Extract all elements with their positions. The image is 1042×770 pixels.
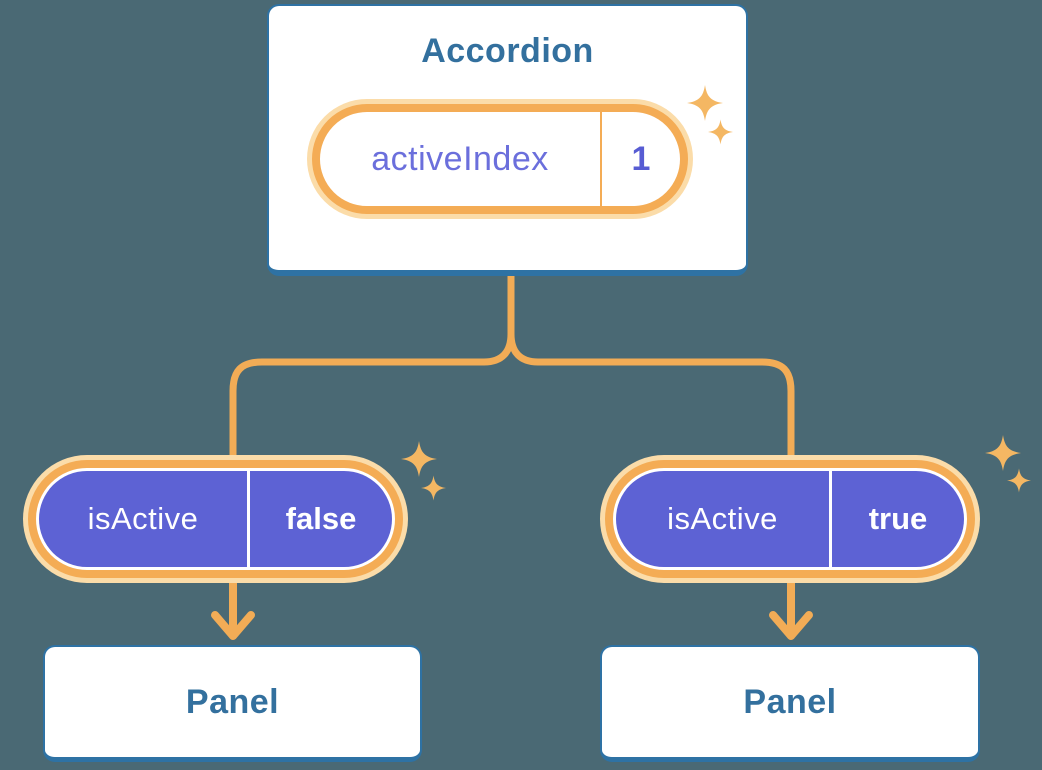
panel-card-right: Panel — [600, 645, 980, 762]
sparkle-icon — [708, 119, 733, 145]
state-value-label: true — [868, 501, 928, 536]
state-name-label: isActive — [667, 501, 778, 536]
sparkle-icon — [1007, 468, 1031, 493]
state-name-label: activeIndex — [371, 139, 549, 178]
state-value-label: false — [285, 501, 357, 536]
is-active-pill-left-ring: isActive false — [28, 460, 403, 578]
is-active-pill-left: isActive false — [23, 455, 408, 583]
active-index-pill: activeIndex 1 — [307, 99, 693, 219]
arrow-head-right-icon — [769, 611, 813, 640]
sparkle-icon — [421, 475, 446, 501]
pill-divider — [247, 471, 250, 567]
active-index-pill-ring: activeIndex 1 — [312, 104, 688, 214]
panel-card-title: Panel — [743, 682, 837, 721]
pill-divider — [829, 471, 832, 567]
panel-card-left: Panel — [43, 645, 422, 762]
arrow-head-left-icon — [211, 611, 255, 640]
sparkle-icon — [401, 441, 437, 477]
state-name-label: isActive — [87, 501, 199, 536]
connector-branch-right — [507, 333, 795, 468]
is-active-pill-right-ring: isActive true — [605, 460, 975, 578]
panel-card-title: Panel — [185, 682, 280, 721]
accordion-card-title: Accordion — [421, 32, 594, 70]
sparkle-icon — [985, 435, 1021, 471]
is-active-pill-right: isActive true — [600, 455, 980, 583]
state-value-label: 1 — [631, 139, 651, 178]
connector-branch-left — [229, 274, 515, 468]
sparkle-icon — [687, 85, 723, 121]
pill-divider — [600, 112, 602, 206]
